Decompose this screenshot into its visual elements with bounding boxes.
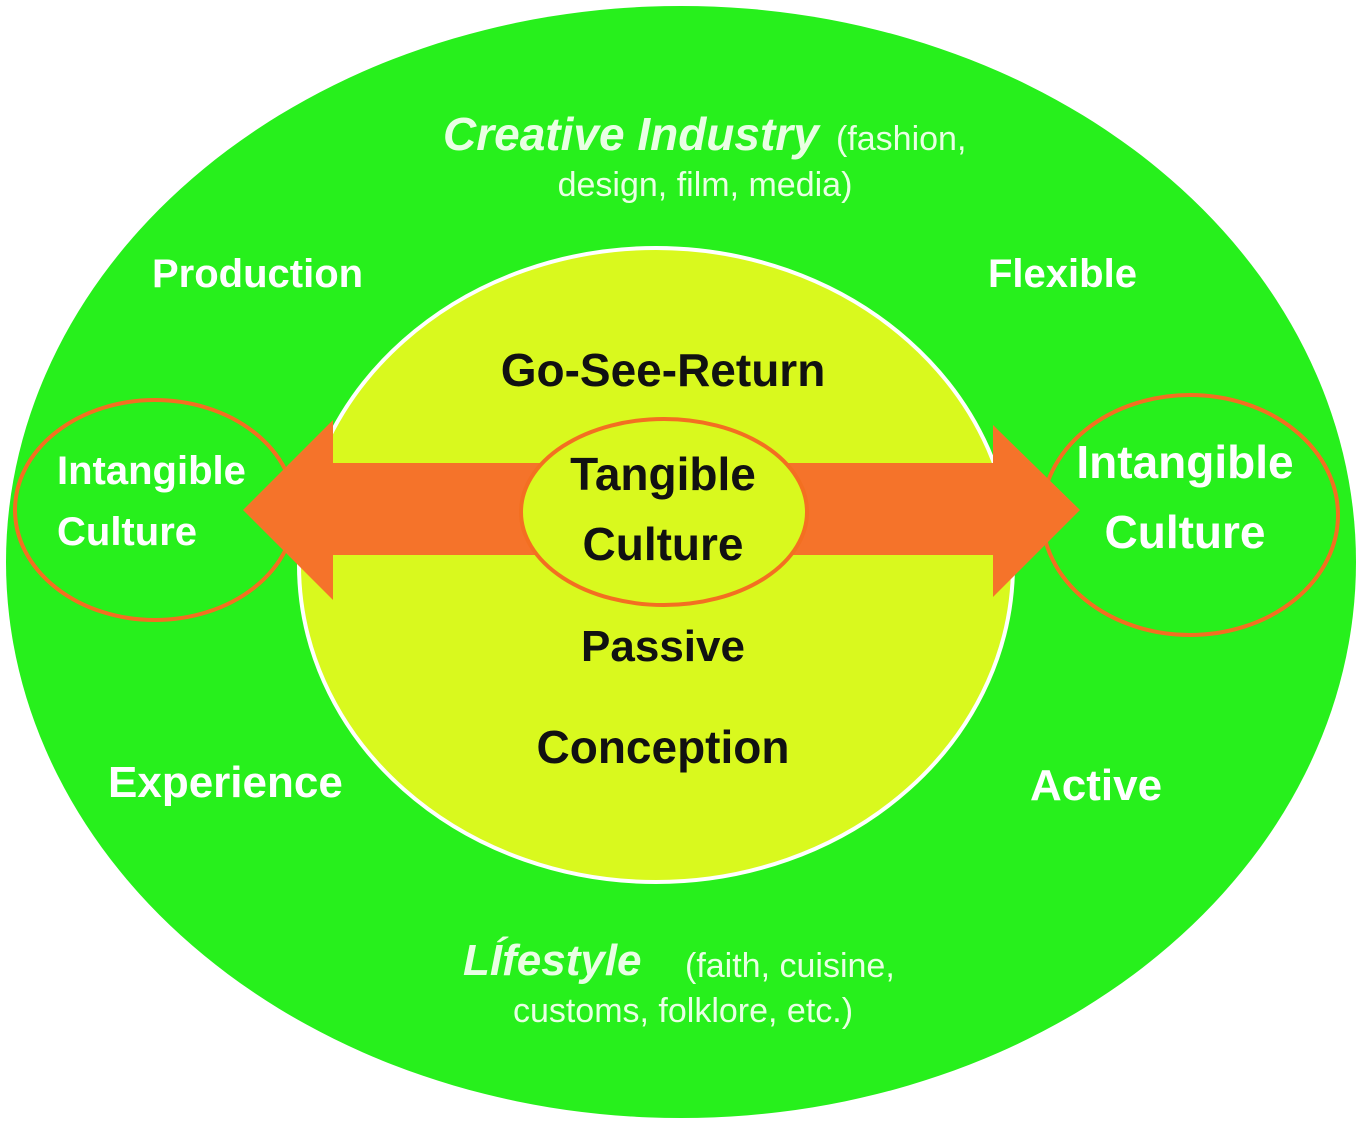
lifestyle-note-2: customs, folklore, etc.) <box>513 992 853 1030</box>
left-arrow <box>243 420 600 600</box>
tangible-label: Tangible <box>570 448 756 500</box>
tangible-culture-label: Culture <box>583 518 744 570</box>
flexible-label: Flexible <box>988 252 1137 296</box>
lifestyle-title: LÍfestyle <box>463 935 642 985</box>
right-intangible-label: Intangible <box>1076 436 1293 488</box>
production-label: Production <box>152 252 363 296</box>
creative-industry-title: Creative Industry <box>443 108 821 160</box>
left-intangible-label: Intangible <box>57 449 246 493</box>
creative-industry-note-2: design, film, media) <box>558 166 853 204</box>
tangible-culture-ellipse <box>519 417 809 607</box>
lifestyle-note-1: (faith, cuisine, <box>685 947 895 985</box>
right-culture-label: Culture <box>1105 506 1266 558</box>
go-see-return-label: Go-See-Return <box>501 344 826 396</box>
experience-label: Experience <box>108 758 343 807</box>
active-label: Active <box>1030 761 1162 810</box>
left-culture-label: Culture <box>57 510 197 554</box>
tangible-culture-group <box>519 417 809 607</box>
passive-label: Passive <box>581 622 745 671</box>
tangible-culture-ellipse-fill <box>521 419 807 605</box>
creative-industry-note-1: (fashion, <box>836 120 966 158</box>
right-arrow <box>730 425 1080 597</box>
conception-label: Conception <box>537 721 790 773</box>
